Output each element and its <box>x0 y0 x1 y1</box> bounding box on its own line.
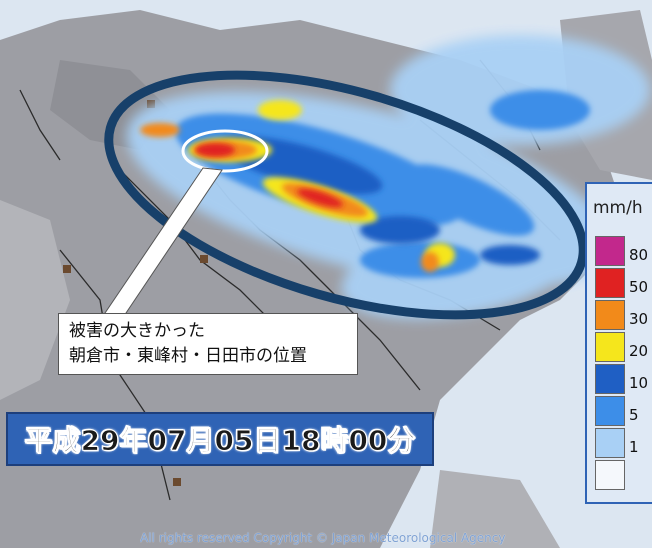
legend-item: 30 <box>595 300 652 332</box>
legend-label: 10 <box>629 374 649 392</box>
observation-timestamp: 平成29年07月05日18時00分 <box>6 412 434 466</box>
legend-item: 20 <box>595 332 652 364</box>
land-southwest <box>0 200 70 400</box>
legend-swatch <box>595 428 625 458</box>
legend-item: 80 <box>595 236 652 268</box>
rain-band-ellipse <box>104 70 588 320</box>
legend-swatch <box>595 460 625 490</box>
affected-area-circle <box>181 129 269 173</box>
legend-label: 1 <box>629 438 639 456</box>
callout-line-1: 被害の大きかった <box>69 321 205 341</box>
legend-swatch <box>595 268 625 298</box>
land-southeast <box>430 470 560 548</box>
legend-item: 50 <box>595 268 652 300</box>
precipitation-red <box>195 143 343 208</box>
legend-label: 5 <box>629 406 639 424</box>
legend-swatch <box>595 396 625 426</box>
legend-label: 50 <box>629 278 649 296</box>
precipitation-legend: mm/h 80 50 30 20 10 5 1 <box>585 182 652 504</box>
legend-label: 20 <box>629 342 649 360</box>
legend-item: 5 <box>595 396 652 428</box>
legend-item: 1 <box>595 428 652 460</box>
legend-swatch <box>595 332 625 362</box>
legend-swatch <box>595 300 625 330</box>
legend-label: 30 <box>629 310 649 328</box>
damage-callout: 被害の大きかった 朝倉市・東峰村・日田市の位置 <box>58 313 358 375</box>
legend-swatch <box>595 364 625 394</box>
copyright-notice: All rights reserved Copyright © Japan Me… <box>140 531 506 545</box>
legend-label: 80 <box>629 246 649 264</box>
city-markers <box>63 100 208 486</box>
legend-unit: mm/h <box>593 198 643 218</box>
legend-swatch <box>595 236 625 266</box>
legend-item: 10 <box>595 364 652 396</box>
legend-item <box>595 460 652 492</box>
callout-line-2: 朝倉市・東峰村・日田市の位置 <box>69 346 307 366</box>
